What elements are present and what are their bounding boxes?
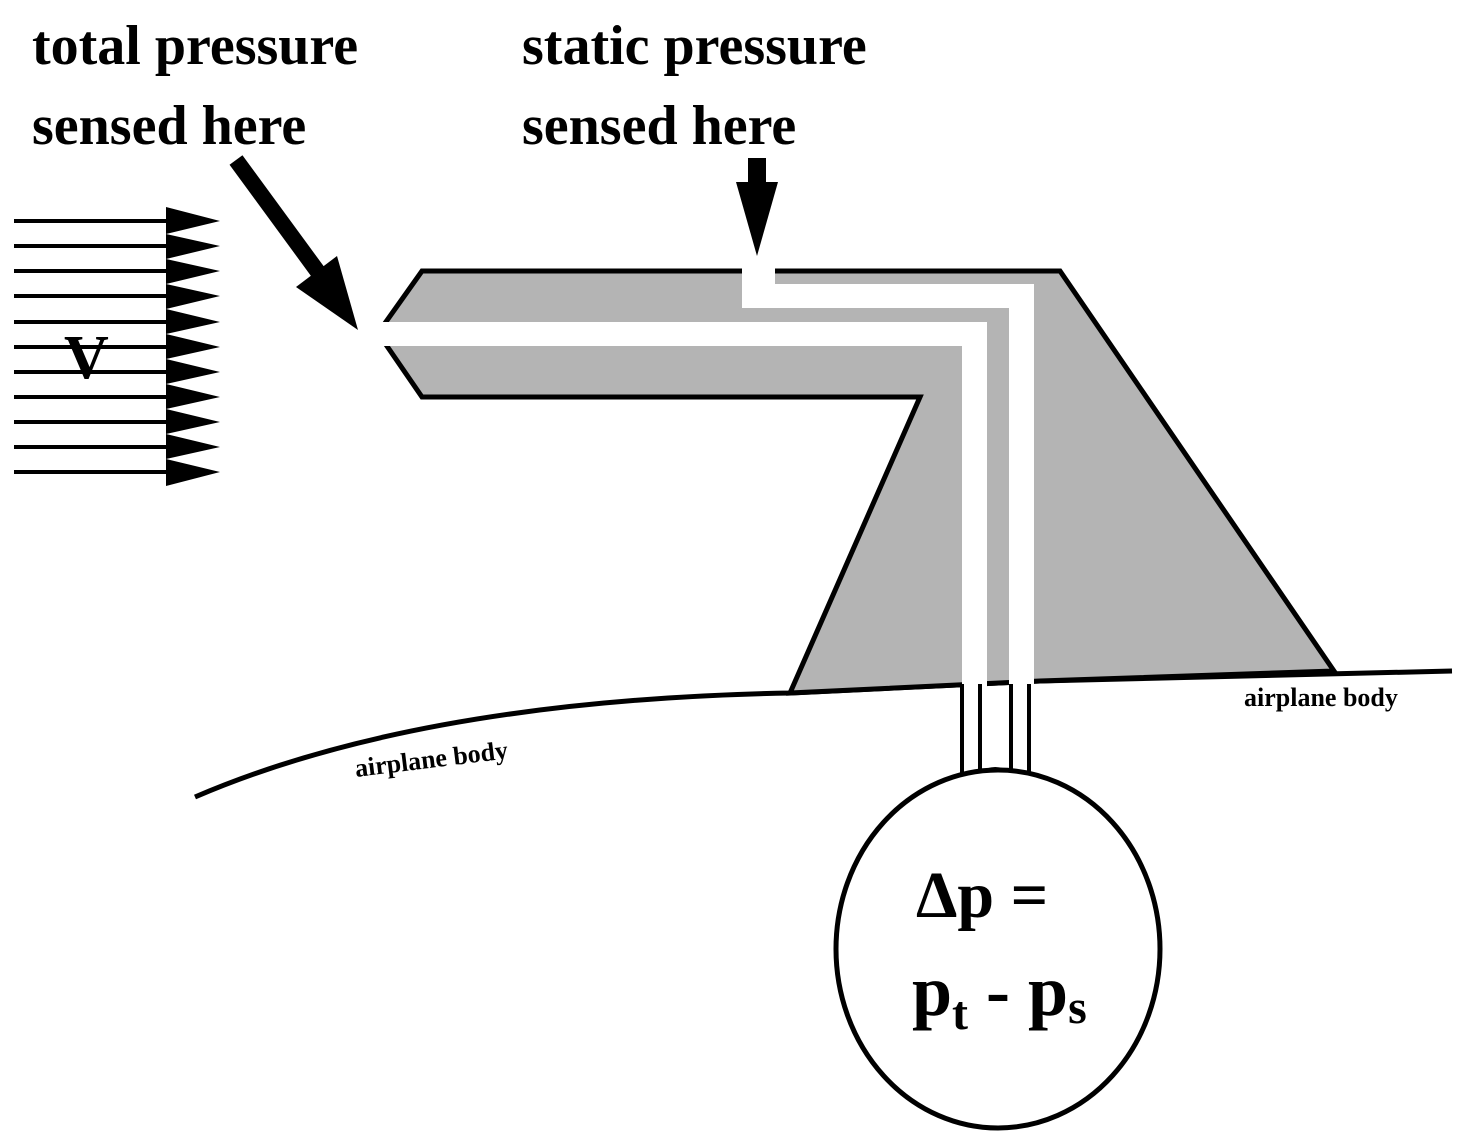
gauge-pt-subscript: t bbox=[952, 987, 968, 1040]
static-pressure-tube bbox=[742, 265, 1034, 692]
gauge-pt: p bbox=[912, 951, 952, 1031]
airplane-body-label-right: airplane body bbox=[1244, 683, 1398, 712]
pitot-probe-body bbox=[374, 268, 1339, 696]
gauge-ps: p bbox=[1028, 951, 1068, 1031]
total-pressure-label-line2: sensed here bbox=[32, 95, 306, 157]
total-pressure-arrow bbox=[229, 155, 358, 330]
gauge-ps-subscript: s bbox=[1068, 981, 1087, 1034]
airplane-body-label-left: airplane body bbox=[353, 735, 509, 783]
total-pressure-tube bbox=[375, 322, 987, 692]
gauge-delta-p-label: Δp = bbox=[916, 859, 1048, 932]
velocity-arrowheads bbox=[166, 207, 220, 486]
pressure-gauge bbox=[833, 767, 1163, 1131]
static-pressure-label-line2: sensed here bbox=[522, 95, 796, 157]
static-pressure-arrow bbox=[736, 158, 778, 256]
velocity-streamlines bbox=[14, 219, 168, 474]
airplane-body-line bbox=[194, 668, 1453, 800]
static-pressure-label-line1: static pressure bbox=[522, 15, 867, 77]
gauge-minus: - bbox=[968, 951, 1028, 1031]
total-pressure-label-line1: total pressure bbox=[32, 15, 358, 77]
gauge-formula: pt - ps bbox=[912, 951, 1087, 1040]
velocity-label: V bbox=[64, 324, 109, 392]
